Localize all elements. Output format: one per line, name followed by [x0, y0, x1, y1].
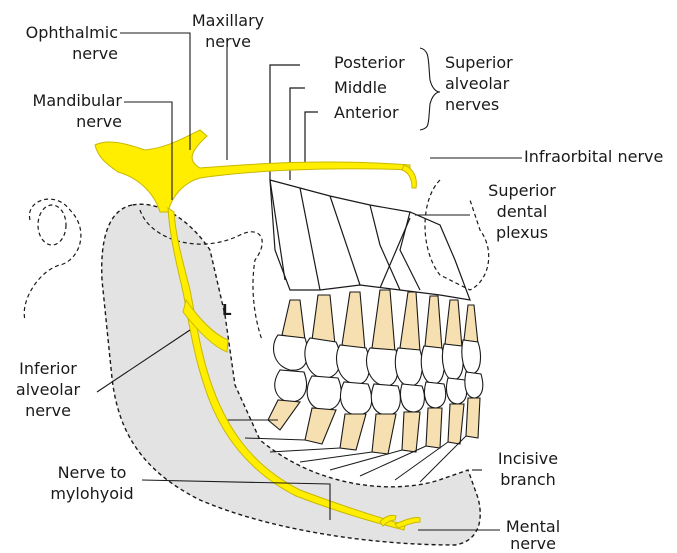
lingual-marker-label: L [222, 300, 232, 321]
upper-teeth [274, 290, 481, 386]
superior-dental-plexus-label: Superior dental plexus [472, 180, 572, 243]
temporal-outline [24, 199, 81, 320]
mandibular-nerve-label: Mandibular nerve [0, 90, 122, 132]
anterior-label: Anterior [334, 102, 399, 123]
middle-label: Middle [334, 77, 387, 98]
condyle-outline [38, 205, 66, 245]
inferior-alveolar-nerve-label: Inferior alveolar nerve [2, 358, 94, 421]
infraorbital-nerve-label: Infraorbital nerve [524, 146, 663, 167]
nerve-to-mylohyoid-label: Nerve to mylohyoid [42, 462, 142, 504]
trigeminal-ganglion [95, 130, 410, 212]
superior-alveolar-nerves-label: Superior alveolar nerves [445, 52, 513, 115]
infraorbital-terminal [402, 165, 416, 188]
maxilla-bone [270, 180, 470, 300]
posterior-label: Posterior [334, 52, 405, 73]
ophthalmic-nerve-label: Ophthalmic nerve [0, 22, 118, 64]
maxillary-nerve-label: Maxillary nerve [183, 10, 273, 52]
incisive-branch-label: Incisive branch [488, 448, 568, 490]
mental-nerve-label: Mental nerve [498, 518, 568, 552]
